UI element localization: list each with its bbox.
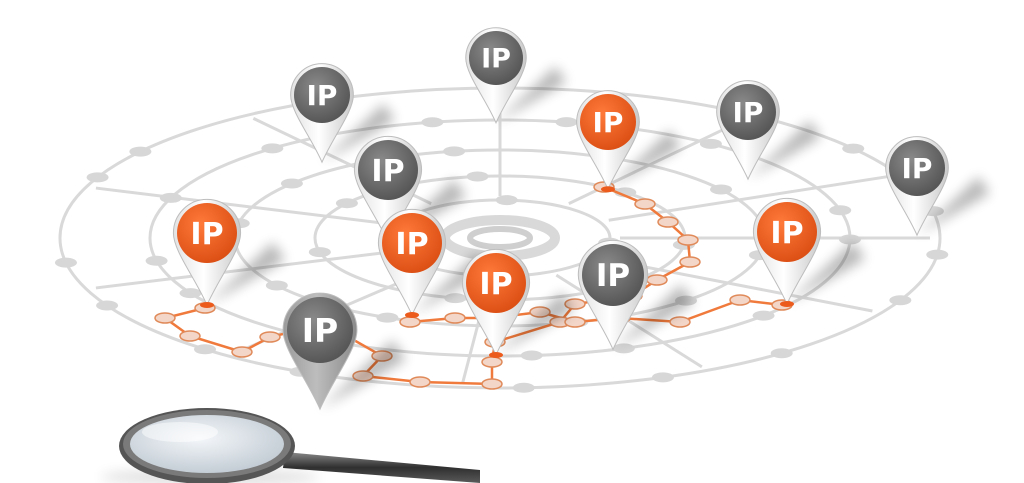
network-node [265,280,288,291]
pin-head [580,94,636,150]
network-node [443,146,466,157]
magnifying-glass-icon [100,408,480,483]
route-node [669,316,691,328]
pin-label: IP [479,267,512,302]
pin-head [720,84,776,140]
pin-right-orange: IP [752,197,865,307]
route-node [399,316,421,328]
network-node [145,255,168,266]
pin-top-left: IP [290,63,395,164]
pin-head [358,140,418,200]
network-node [280,178,303,189]
network-node [520,350,543,361]
network-node [612,343,635,354]
network-node [466,171,489,182]
network-node [770,348,793,359]
network-node [54,257,77,268]
route-node [481,378,503,390]
network-node [651,372,674,383]
network-node [444,293,467,304]
route-node [154,312,176,324]
pin-top-mid-orange: IP [576,90,681,193]
pin-head [757,202,817,262]
pin-label: IP [395,227,428,262]
route-node [634,198,656,210]
network-node [96,300,119,311]
network-node [838,234,861,245]
network-node [495,195,518,206]
network-node [752,310,775,321]
network-node [86,172,109,183]
pin-head [466,253,526,313]
route-node [677,234,699,246]
network-node [376,312,399,323]
network-node [710,184,733,195]
pin-front-left-gray: IP [282,292,406,411]
pin-head [294,67,350,123]
route-node [646,274,668,286]
network-node [335,198,358,209]
pin-front-gray: IP [577,239,694,351]
route-node [481,356,503,368]
pin-top-center: IP [465,27,567,125]
pin-head [287,297,353,363]
route-node [444,312,466,324]
route-node [564,316,586,328]
route-node [231,346,253,358]
network-node [512,382,535,393]
pin-label: IP [770,216,803,251]
pin-label: IP [902,152,933,185]
pin-label: IP [593,106,624,139]
route-node [657,216,679,228]
pin-top-right: IP [716,80,821,181]
network-node [699,138,722,149]
network-node [261,143,284,154]
network-node [129,146,152,157]
pin-left-orange: IP [172,198,285,308]
network-node [421,117,444,128]
route-node [179,330,201,342]
network-node [829,205,852,216]
pin-far-right: IP [885,136,990,237]
pin-head [582,244,644,306]
pin-label: IP [190,217,223,252]
network-node [555,117,578,128]
network-node [926,249,949,260]
route-node [729,294,751,306]
pin-head [177,203,237,263]
network-node [308,247,331,258]
route-node [679,256,701,268]
pin-label: IP [481,44,511,75]
network-node [179,288,202,299]
pin-head [382,213,442,273]
pin-label: IP [371,154,404,189]
network-node [842,143,865,154]
network-node [194,344,217,355]
network-node [889,295,912,306]
route-node [259,331,281,343]
pin-front-orange: IP [461,248,574,358]
pin-head [889,140,945,196]
network-node [159,192,182,203]
ip-pins: IP IP IP IP IP IP IP IP IP IP IP IP [172,27,990,411]
pin-label: IP [733,96,764,129]
pin-head [469,31,523,85]
pin-label: IP [302,311,338,350]
pin-label: IP [596,258,630,294]
pin-label: IP [307,79,338,112]
route-node [409,376,431,388]
